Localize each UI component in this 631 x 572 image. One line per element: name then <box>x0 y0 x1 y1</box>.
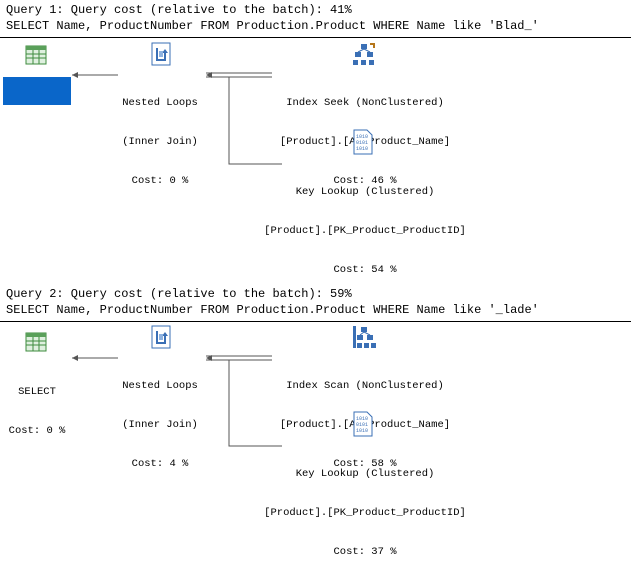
query1-cost-line: Query 1: Query cost (relative to the bat… <box>6 3 352 17</box>
index-scan-icon[interactable] <box>352 325 378 354</box>
svg-text:1010: 1010 <box>356 428 368 434</box>
nested-label: Nested Loops <box>122 97 198 109</box>
select-table-icon[interactable] <box>25 331 47 358</box>
query2-nested-loops-node[interactable]: Nested Loops (Inner Join) Cost: 4 % <box>108 354 212 484</box>
select-cost: Cost: 0 % <box>8 143 66 155</box>
index-label: Index Seek (NonClustered) <box>286 97 444 109</box>
svg-text:1010: 1010 <box>356 134 368 140</box>
index-cost: Cost: 58 % <box>333 458 397 470</box>
nested-sub: (Inner Join) <box>122 136 198 148</box>
select-label: SELECT <box>18 386 56 398</box>
key-lookup-icon[interactable]: 1010 0101 1010 <box>352 129 374 160</box>
select-table-icon[interactable] <box>25 44 47 71</box>
query2-key-lookup-node[interactable]: Key Lookup (Clustered) [Product].[PK_Pro… <box>245 442 485 572</box>
select-cost: Cost: 0 % <box>8 425 66 437</box>
lookup-label: Key Lookup (Clustered) <box>295 468 435 480</box>
query2-sql: SELECT Name, ProductNumber FROM Producti… <box>6 303 539 317</box>
query1-nested-loops-node[interactable]: Nested Loops (Inner Join) Cost: 0 % <box>108 71 212 201</box>
query1-key-lookup-node[interactable]: Key Lookup (Clustered) [Product].[PK_Pro… <box>245 160 485 290</box>
svg-text:0101: 0101 <box>356 140 368 146</box>
index-seek-icon[interactable] <box>352 42 376 71</box>
lookup-object: [Product].[PK_Product_ProductID] <box>264 507 466 519</box>
svg-text:1010: 1010 <box>356 146 368 152</box>
lookup-label: Key Lookup (Clustered) <box>295 186 435 198</box>
query1-sql: SELECT Name, ProductNumber FROM Producti… <box>6 19 539 33</box>
query1-connectors <box>72 72 282 165</box>
index-label: Index Scan (NonClustered) <box>286 380 444 392</box>
svg-text:1010: 1010 <box>356 416 368 422</box>
lookup-object: [Product].[PK_Product_ProductID] <box>264 225 466 237</box>
query2-cost-line: Query 2: Query cost (relative to the bat… <box>6 287 352 301</box>
query2-select-node[interactable]: SELECT Cost: 0 % <box>3 360 71 451</box>
nested-loops-icon[interactable] <box>150 42 172 71</box>
nested-cost: Cost: 0 % <box>131 175 189 187</box>
svg-text:0101: 0101 <box>356 422 368 428</box>
query1-select-node[interactable]: SELECT Cost: 0 % <box>3 77 71 155</box>
select-label: SELECT <box>18 104 56 116</box>
lookup-cost: Cost: 37 % <box>333 546 397 558</box>
query2-separator <box>0 321 631 322</box>
query1-separator <box>0 37 631 38</box>
nested-label: Nested Loops <box>122 380 198 392</box>
query2-connectors <box>72 355 282 447</box>
index-cost: Cost: 46 % <box>333 175 397 187</box>
nested-cost: Cost: 4 % <box>131 458 189 470</box>
key-lookup-icon[interactable]: 1010 0101 1010 <box>352 411 374 442</box>
nested-sub: (Inner Join) <box>122 419 198 431</box>
nested-loops-icon[interactable] <box>150 325 172 354</box>
lookup-cost: Cost: 54 % <box>333 264 397 276</box>
